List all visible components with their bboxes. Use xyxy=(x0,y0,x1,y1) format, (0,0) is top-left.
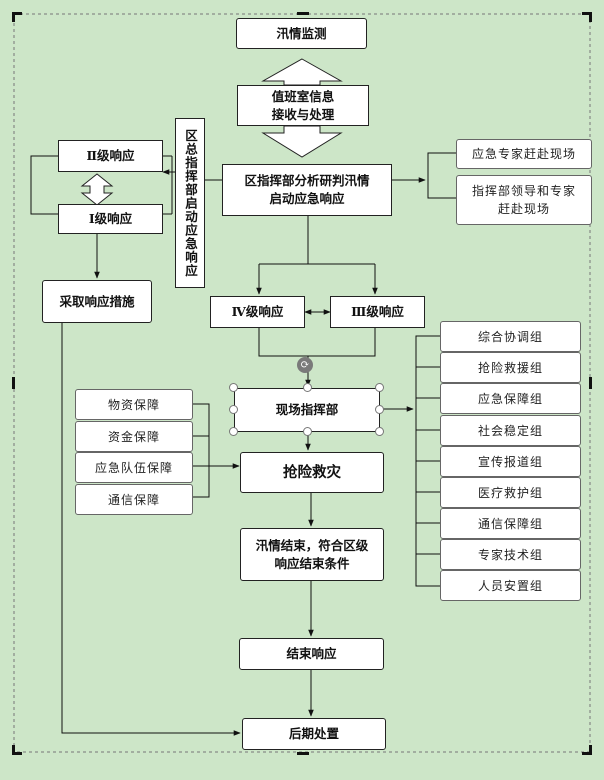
node-analyze-line2: 启动应急响应 xyxy=(269,191,345,206)
resize-handle-bl[interactable] xyxy=(229,427,238,436)
node-measures[interactable]: 采取响应措施 xyxy=(42,280,152,323)
node-leaders-scene[interactable]: 指挥部领导和专家 赶赴现场 xyxy=(456,175,592,225)
resize-handle-mr[interactable] xyxy=(375,405,384,414)
double-arrow-bottom xyxy=(261,125,343,158)
crop-mark-right-mid xyxy=(589,377,592,389)
node-duty-line1: 值班室信息 xyxy=(271,88,335,104)
node-duty[interactable]: 值班室信息 接收与处理 xyxy=(237,85,369,126)
node-expert-scene-label: 应急专家赶赴现场 xyxy=(471,147,576,161)
edge-levels-merge xyxy=(258,328,376,357)
crop-mark-top-left xyxy=(12,12,22,15)
resize-handle-ml[interactable] xyxy=(229,405,238,414)
node-leaders-line1: 指挥部领导和专家 xyxy=(471,184,576,198)
node-leaders-line2: 赶赴现场 xyxy=(497,202,550,216)
edge-level2-left xyxy=(30,155,58,215)
crop-mark-bottom-mid xyxy=(297,752,309,755)
group-item-label: 应急保障组 xyxy=(477,391,543,406)
support-item-teams[interactable]: 应急队伍保障 xyxy=(75,452,193,483)
edge-support-bracket xyxy=(193,403,210,498)
node-analyze-line1: 区指挥部分析研判汛情 xyxy=(244,173,370,188)
node-expert-scene[interactable]: 应急专家赶赴现场 xyxy=(456,139,592,169)
node-measures-label: 采取响应措施 xyxy=(59,293,135,309)
node-district-start[interactable]: 区总指挥部启动应急响应 xyxy=(175,118,205,288)
resize-handle-bm[interactable] xyxy=(303,427,312,436)
resize-handle-br[interactable] xyxy=(375,427,384,436)
node-end-response[interactable]: 结束响应 xyxy=(239,638,384,670)
node-level1[interactable]: Ⅰ级响应 xyxy=(58,204,163,234)
crop-mark-bottom-left xyxy=(12,752,22,755)
group-item-label: 人员安置组 xyxy=(477,578,543,593)
support-item-label: 应急队伍保障 xyxy=(94,460,173,475)
group-item[interactable]: 通信保障组 xyxy=(440,508,581,539)
resize-handle-tr[interactable] xyxy=(375,383,384,392)
node-rescue-label: 抢险救灾 xyxy=(283,463,341,481)
node-level4[interactable]: Ⅳ级响应 xyxy=(210,296,305,328)
level-double-arrow xyxy=(80,173,114,206)
crop-mark-bottom-right xyxy=(582,752,592,755)
node-aftermath-label: 后期处置 xyxy=(288,726,339,741)
group-item[interactable]: 专家技术组 xyxy=(440,539,581,570)
group-item[interactable]: 应急保障组 xyxy=(440,383,581,414)
group-item[interactable]: 宣传报道组 xyxy=(440,446,581,477)
node-rescue[interactable]: 抢险救灾 xyxy=(240,452,384,493)
node-end-condition[interactable]: 汛情结束，符合区级 响应结束条件 xyxy=(240,528,384,581)
support-item-comms[interactable]: 通信保障 xyxy=(75,484,193,515)
support-item-label: 资金保障 xyxy=(107,429,160,444)
node-monitor-label: 汛情监测 xyxy=(276,25,327,41)
resize-handle-tl[interactable] xyxy=(229,383,238,392)
node-monitor[interactable]: 汛情监测 xyxy=(236,18,367,49)
group-item[interactable]: 人员安置组 xyxy=(440,570,581,601)
crop-mark-top-mid xyxy=(297,12,309,15)
node-field-hq-label: 现场指挥部 xyxy=(275,402,339,417)
node-level3[interactable]: Ⅲ级响应 xyxy=(330,296,425,328)
node-level4-label: Ⅳ级响应 xyxy=(231,304,284,319)
group-item-label: 宣传报道组 xyxy=(477,454,543,469)
group-item[interactable]: 综合协调组 xyxy=(440,321,581,352)
group-item-label: 社会稳定组 xyxy=(477,423,543,438)
support-item-materials[interactable]: 物资保障 xyxy=(75,389,193,420)
group-item[interactable]: 社会稳定组 xyxy=(440,415,581,446)
support-item-label: 通信保障 xyxy=(107,492,160,507)
rotate-icon[interactable]: ⟳ xyxy=(297,357,313,373)
group-item-label: 抢险救援组 xyxy=(477,360,543,375)
node-aftermath[interactable]: 后期处置 xyxy=(242,718,386,750)
node-level2-label: Ⅱ级响应 xyxy=(86,148,135,163)
node-end-condition-line1: 汛情结束，符合区级 xyxy=(255,537,369,553)
resize-handle-tm[interactable] xyxy=(303,383,312,392)
group-item-label: 综合协调组 xyxy=(477,329,543,344)
node-end-response-label: 结束响应 xyxy=(286,646,337,661)
node-level2[interactable]: Ⅱ级响应 xyxy=(58,140,163,172)
node-field-hq[interactable]: 现场指挥部 xyxy=(234,388,380,432)
support-item-funds[interactable]: 资金保障 xyxy=(75,421,193,452)
group-item[interactable]: 抢险救援组 xyxy=(440,352,581,383)
crop-mark-top-right xyxy=(582,12,592,15)
double-arrow-top xyxy=(261,58,343,86)
node-duty-line2: 接收与处理 xyxy=(271,106,335,122)
group-item-label: 医疗救护组 xyxy=(477,485,543,500)
node-district-start-label: 区总指挥部启动应急响应 xyxy=(183,128,198,278)
group-item-label: 专家技术组 xyxy=(477,547,543,562)
edge-measures-to-aftermath xyxy=(61,323,241,736)
support-item-label: 物资保障 xyxy=(107,397,160,412)
node-level1-label: Ⅰ级响应 xyxy=(88,211,133,226)
node-end-condition-line2: 响应结束条件 xyxy=(274,555,350,571)
crop-mark-left-mid xyxy=(12,377,15,389)
group-item-label: 通信保障组 xyxy=(477,516,543,531)
edge-right-bracket xyxy=(427,152,456,199)
node-level3-label: Ⅲ级响应 xyxy=(351,304,404,319)
group-item[interactable]: 医疗救护组 xyxy=(440,477,581,508)
node-analyze[interactable]: 区指挥部分析研判汛情 启动应急响应 xyxy=(222,164,392,216)
